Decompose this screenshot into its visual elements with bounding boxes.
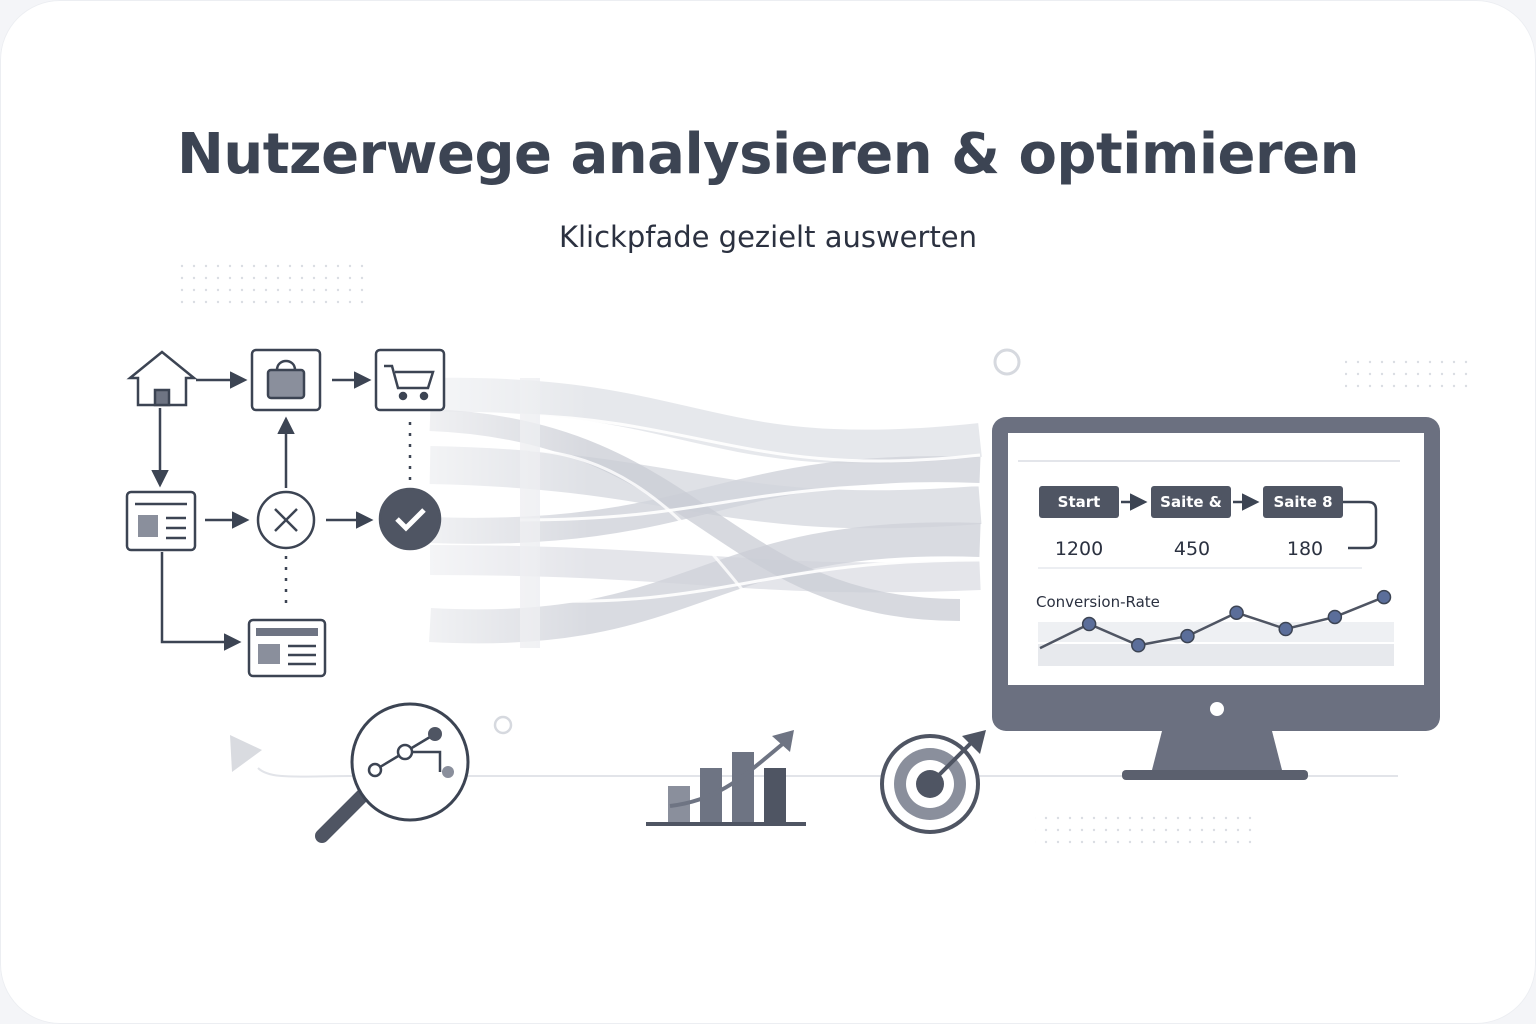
monitor-screen	[1008, 433, 1424, 685]
chart-point	[1278, 621, 1293, 637]
bar-growth-icon	[646, 730, 806, 826]
flow-arrow	[160, 552, 242, 651]
funnel-step-label: Saite &	[1160, 493, 1222, 511]
conversion-rate-chart	[1039, 589, 1392, 653]
chart-point	[1376, 589, 1392, 605]
funnel-step-count: 450	[1174, 538, 1210, 560]
cancel-circle-icon	[256, 490, 316, 550]
baseline-decoration	[257, 767, 1398, 778]
chart-point	[1229, 605, 1244, 620]
home-icon	[126, 350, 198, 407]
chart-point	[1327, 609, 1343, 625]
shopping-bag-icon	[250, 348, 322, 412]
page-title: Nutzerwege analysieren & optimieren	[177, 122, 1359, 187]
target-icon	[880, 730, 986, 834]
dot-grid-decoration	[1345, 358, 1470, 394]
chart-label: Conversion-Rate	[1036, 593, 1160, 611]
chart-point	[1131, 638, 1146, 653]
ring-decoration	[493, 715, 513, 735]
funnel-step-label: Saite 8	[1273, 493, 1332, 511]
funnel-step-count: 1200	[1055, 538, 1103, 560]
page-list-icon	[247, 618, 327, 678]
play-arrow-decoration	[230, 735, 262, 772]
funnel-return-line	[1343, 500, 1378, 550]
funnel-step: Start 1200	[1039, 486, 1119, 560]
dot-grid-decoration	[175, 262, 370, 310]
check-circle-icon	[378, 487, 442, 551]
monitor: Start 1200 Saite & 450 Saite 8 180 Conve…	[992, 417, 1440, 780]
chart-point	[1081, 616, 1097, 632]
monitor-base	[1122, 770, 1308, 780]
ribbon-fade	[330, 360, 590, 660]
chart-band	[1038, 622, 1394, 642]
funnel-step-count: 180	[1287, 538, 1323, 560]
chart-series-line	[1039, 595, 1385, 650]
magnifier-path-icon	[315, 702, 470, 843]
funnel-step: Saite & 450	[1151, 486, 1231, 560]
page-subtitle: Klickpfade gezielt auswerten	[558, 220, 978, 254]
monitor-stand	[1152, 731, 1282, 770]
cart-icon	[374, 348, 446, 412]
funnel-step: Saite 8 180	[1263, 486, 1343, 560]
chart-point	[1180, 628, 1195, 644]
page-layout-icon	[125, 490, 197, 552]
ring-decoration	[993, 348, 1021, 376]
user-flow-diagram	[125, 348, 446, 678]
monitor-power-dot	[1210, 702, 1224, 716]
funnel-step-label: Start	[1058, 493, 1101, 511]
chart-band	[1038, 644, 1394, 666]
dot-grid-decoration	[1035, 808, 1260, 848]
